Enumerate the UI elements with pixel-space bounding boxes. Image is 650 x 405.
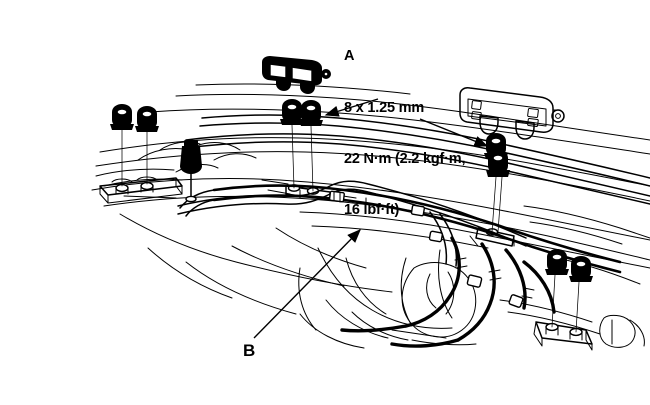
flange-bolt-center-1 [280, 99, 304, 189]
chassis-contours [91, 83, 650, 349]
flange-bolt-bottom-right-2 [569, 256, 593, 333]
flange-bolt-upper-left-1 [110, 104, 134, 187]
callout-a-thread-spec: 8 x 1.25 mm [344, 99, 425, 116]
assembly-arrow-right [419, 118, 489, 147]
fuel-vapor-line-assembly [177, 114, 650, 274]
clamp-bracket-left [262, 56, 331, 94]
callout-a-label: A [344, 48, 355, 65]
left-mounting-rail [99, 176, 183, 204]
flange-bolt-right-lower [486, 150, 510, 233]
leader-line-b [253, 229, 361, 339]
flange-bolt-bottom-right-1 [545, 249, 569, 328]
callout-a-torque-metric: 22 N·m (2.2 kgf·m, [344, 150, 466, 167]
callout-a-torque-imperial: 16 lbf·ft) [344, 202, 400, 219]
assembly-arrow-left [324, 98, 379, 117]
callout-b-label: B [243, 341, 256, 360]
assembly-arrows [324, 98, 489, 147]
flange-bolt-center-2 [299, 100, 323, 192]
sensor-assembly [180, 140, 202, 203]
flange-bolt-upper-left-2 [135, 106, 159, 185]
flange-bolts-group [110, 99, 593, 333]
torque-spec-callout-a: A 8 x 1.25 mm 22 N·m (2.2 kgf·m, 16 lbf·… [344, 14, 465, 254]
clamp-bracket-right [459, 87, 565, 140]
